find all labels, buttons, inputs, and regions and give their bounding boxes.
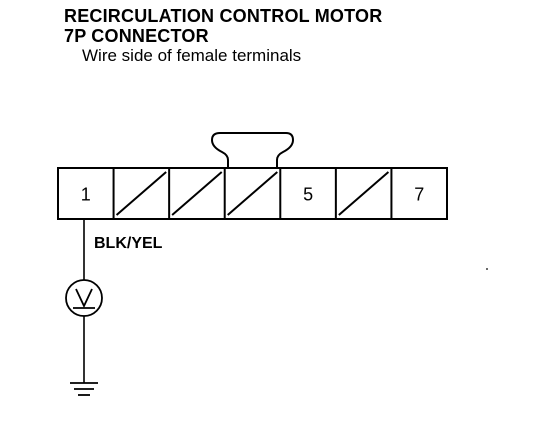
pin-number-label: 1 (81, 185, 91, 205)
connector-cells: 1 5 7 (81, 168, 424, 219)
connector-subtitle: 7P CONNECTOR (64, 26, 209, 46)
empty-cavity-mark (171, 171, 223, 216)
connector-title: RECIRCULATION CONTROL MOTOR (64, 6, 383, 26)
empty-cavity-mark (115, 171, 167, 216)
wire-color-label: BLK/YEL (94, 235, 163, 252)
diagram-title-block: RECIRCULATION CONTROL MOTOR 7P CONNECTOR… (64, 6, 382, 66)
empty-cavity-mark (227, 171, 278, 216)
connector-lock-tab (210, 132, 295, 168)
empty-cavity-mark (338, 171, 390, 216)
pin-number-label: 7 (414, 185, 424, 205)
view-note: Wire side of female terminals (82, 46, 302, 65)
ground-icon (70, 382, 98, 396)
pin-number-label: 5 (303, 185, 313, 205)
voltmeter-icon (65, 279, 103, 317)
scan-speck (486, 268, 488, 270)
